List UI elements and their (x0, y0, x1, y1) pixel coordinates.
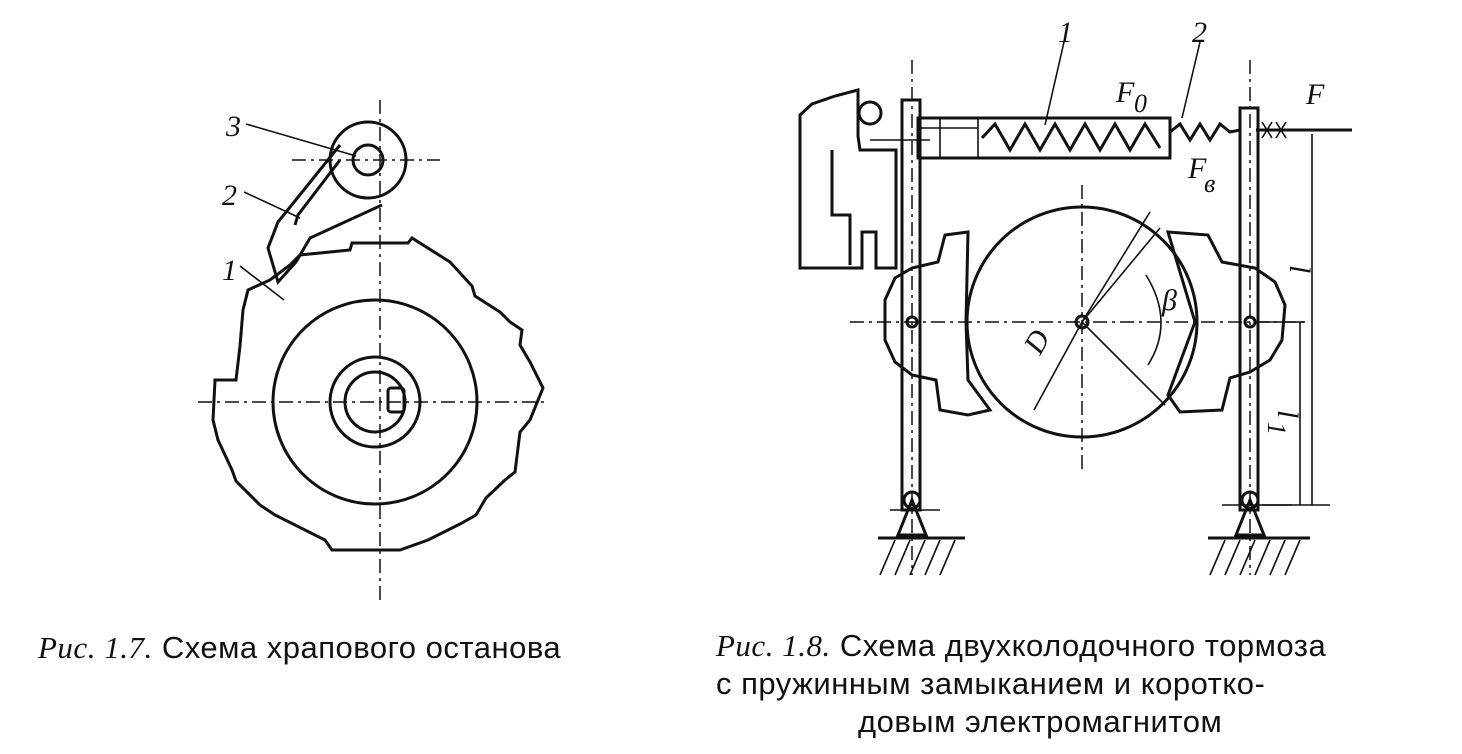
label-diameter-D: D (1017, 324, 1057, 360)
left-lever (900, 98, 922, 512)
leader-3 (245, 123, 357, 157)
label-force-F0-sub: 0 (1134, 89, 1147, 118)
diameter-line-bottom (1033, 321, 1083, 411)
label-force-Fv-sub: в (1204, 169, 1215, 198)
ratchet-wheel (211, 236, 545, 552)
angle-ray-bottom (1081, 321, 1166, 406)
caption-fig-1-8-line3: довым электромагнитом (858, 704, 1223, 739)
keyway (386, 386, 406, 414)
leader-1 (239, 265, 285, 301)
caption-fig-1-7: Рис. 1.7. Схема храпового останова (38, 630, 561, 666)
diameter-line-top (1081, 211, 1151, 323)
caption-fig-1-7-number: Рис. 1.7. (38, 630, 153, 665)
pawl-pivot-pin (351, 143, 385, 177)
spring-tube (916, 116, 1172, 160)
angle-ray-top (1081, 227, 1161, 323)
left-brake-shoe (883, 230, 993, 417)
pawl (266, 144, 383, 285)
magnet-armature-pivot (857, 100, 883, 126)
force-F-marks (1261, 121, 1287, 139)
left-shoe-pivot (905, 315, 919, 329)
label-part-1: 1 (1058, 16, 1073, 49)
svg-text:1: 1 (1262, 422, 1291, 435)
right-shoe-pivot (1243, 315, 1257, 329)
magnet-core (830, 150, 852, 265)
drum-center (1074, 314, 1090, 330)
label-force-F: F (1305, 78, 1325, 111)
left-support (878, 490, 965, 576)
leader-2 (243, 191, 301, 219)
ratchet-inner-disc (271, 298, 479, 506)
pawl-pivot-disc (328, 120, 408, 200)
secondary-spring (1169, 121, 1241, 143)
ratchet-hub (328, 355, 422, 449)
caption-fig-1-8-line1: Рис. 1.8. Схема двухколодочного тормоза (716, 628, 1326, 664)
label-part-1: 1 (222, 254, 237, 287)
angle-beta-arc (1145, 274, 1162, 366)
label-angle-beta: β (1161, 284, 1177, 317)
label-force-F0: F (1115, 76, 1135, 109)
right-lever (1238, 106, 1260, 512)
ratchet-figure: 3 2 1 (198, 100, 545, 600)
label-part-3: 3 (225, 110, 241, 143)
leader-fig18-2 (1181, 41, 1201, 119)
brake-figure: 1 2 F F 0 F в l l 1 D β (798, 16, 1352, 576)
label-part-2: 2 (1192, 16, 1207, 49)
right-brake-shoe (1165, 230, 1287, 414)
label-dimension-l1: l 1 (1262, 410, 1304, 435)
caption-fig-1-8-number: Рис. 1.8. (716, 628, 831, 663)
leader-fig18-1 (1044, 41, 1065, 126)
main-spring (980, 120, 1162, 154)
figures-canvas: 3 2 1 (198, 16, 1352, 600)
electromagnet-housing (798, 88, 898, 270)
svg-text:l: l (1271, 410, 1304, 418)
caption-fig-1-8-line2: с пружинным замыканием и коротко- (716, 666, 1266, 701)
pawl-inner-edge (293, 159, 342, 226)
label-dimension-l: l (1283, 265, 1316, 273)
label-force-Fv: F (1187, 152, 1207, 185)
caption-fig-1-8-text-1: Схема двухколодочного тормоза (839, 628, 1327, 663)
caption-fig-1-7-text: Схема храпового останова (161, 630, 562, 665)
label-part-2: 2 (222, 179, 237, 212)
